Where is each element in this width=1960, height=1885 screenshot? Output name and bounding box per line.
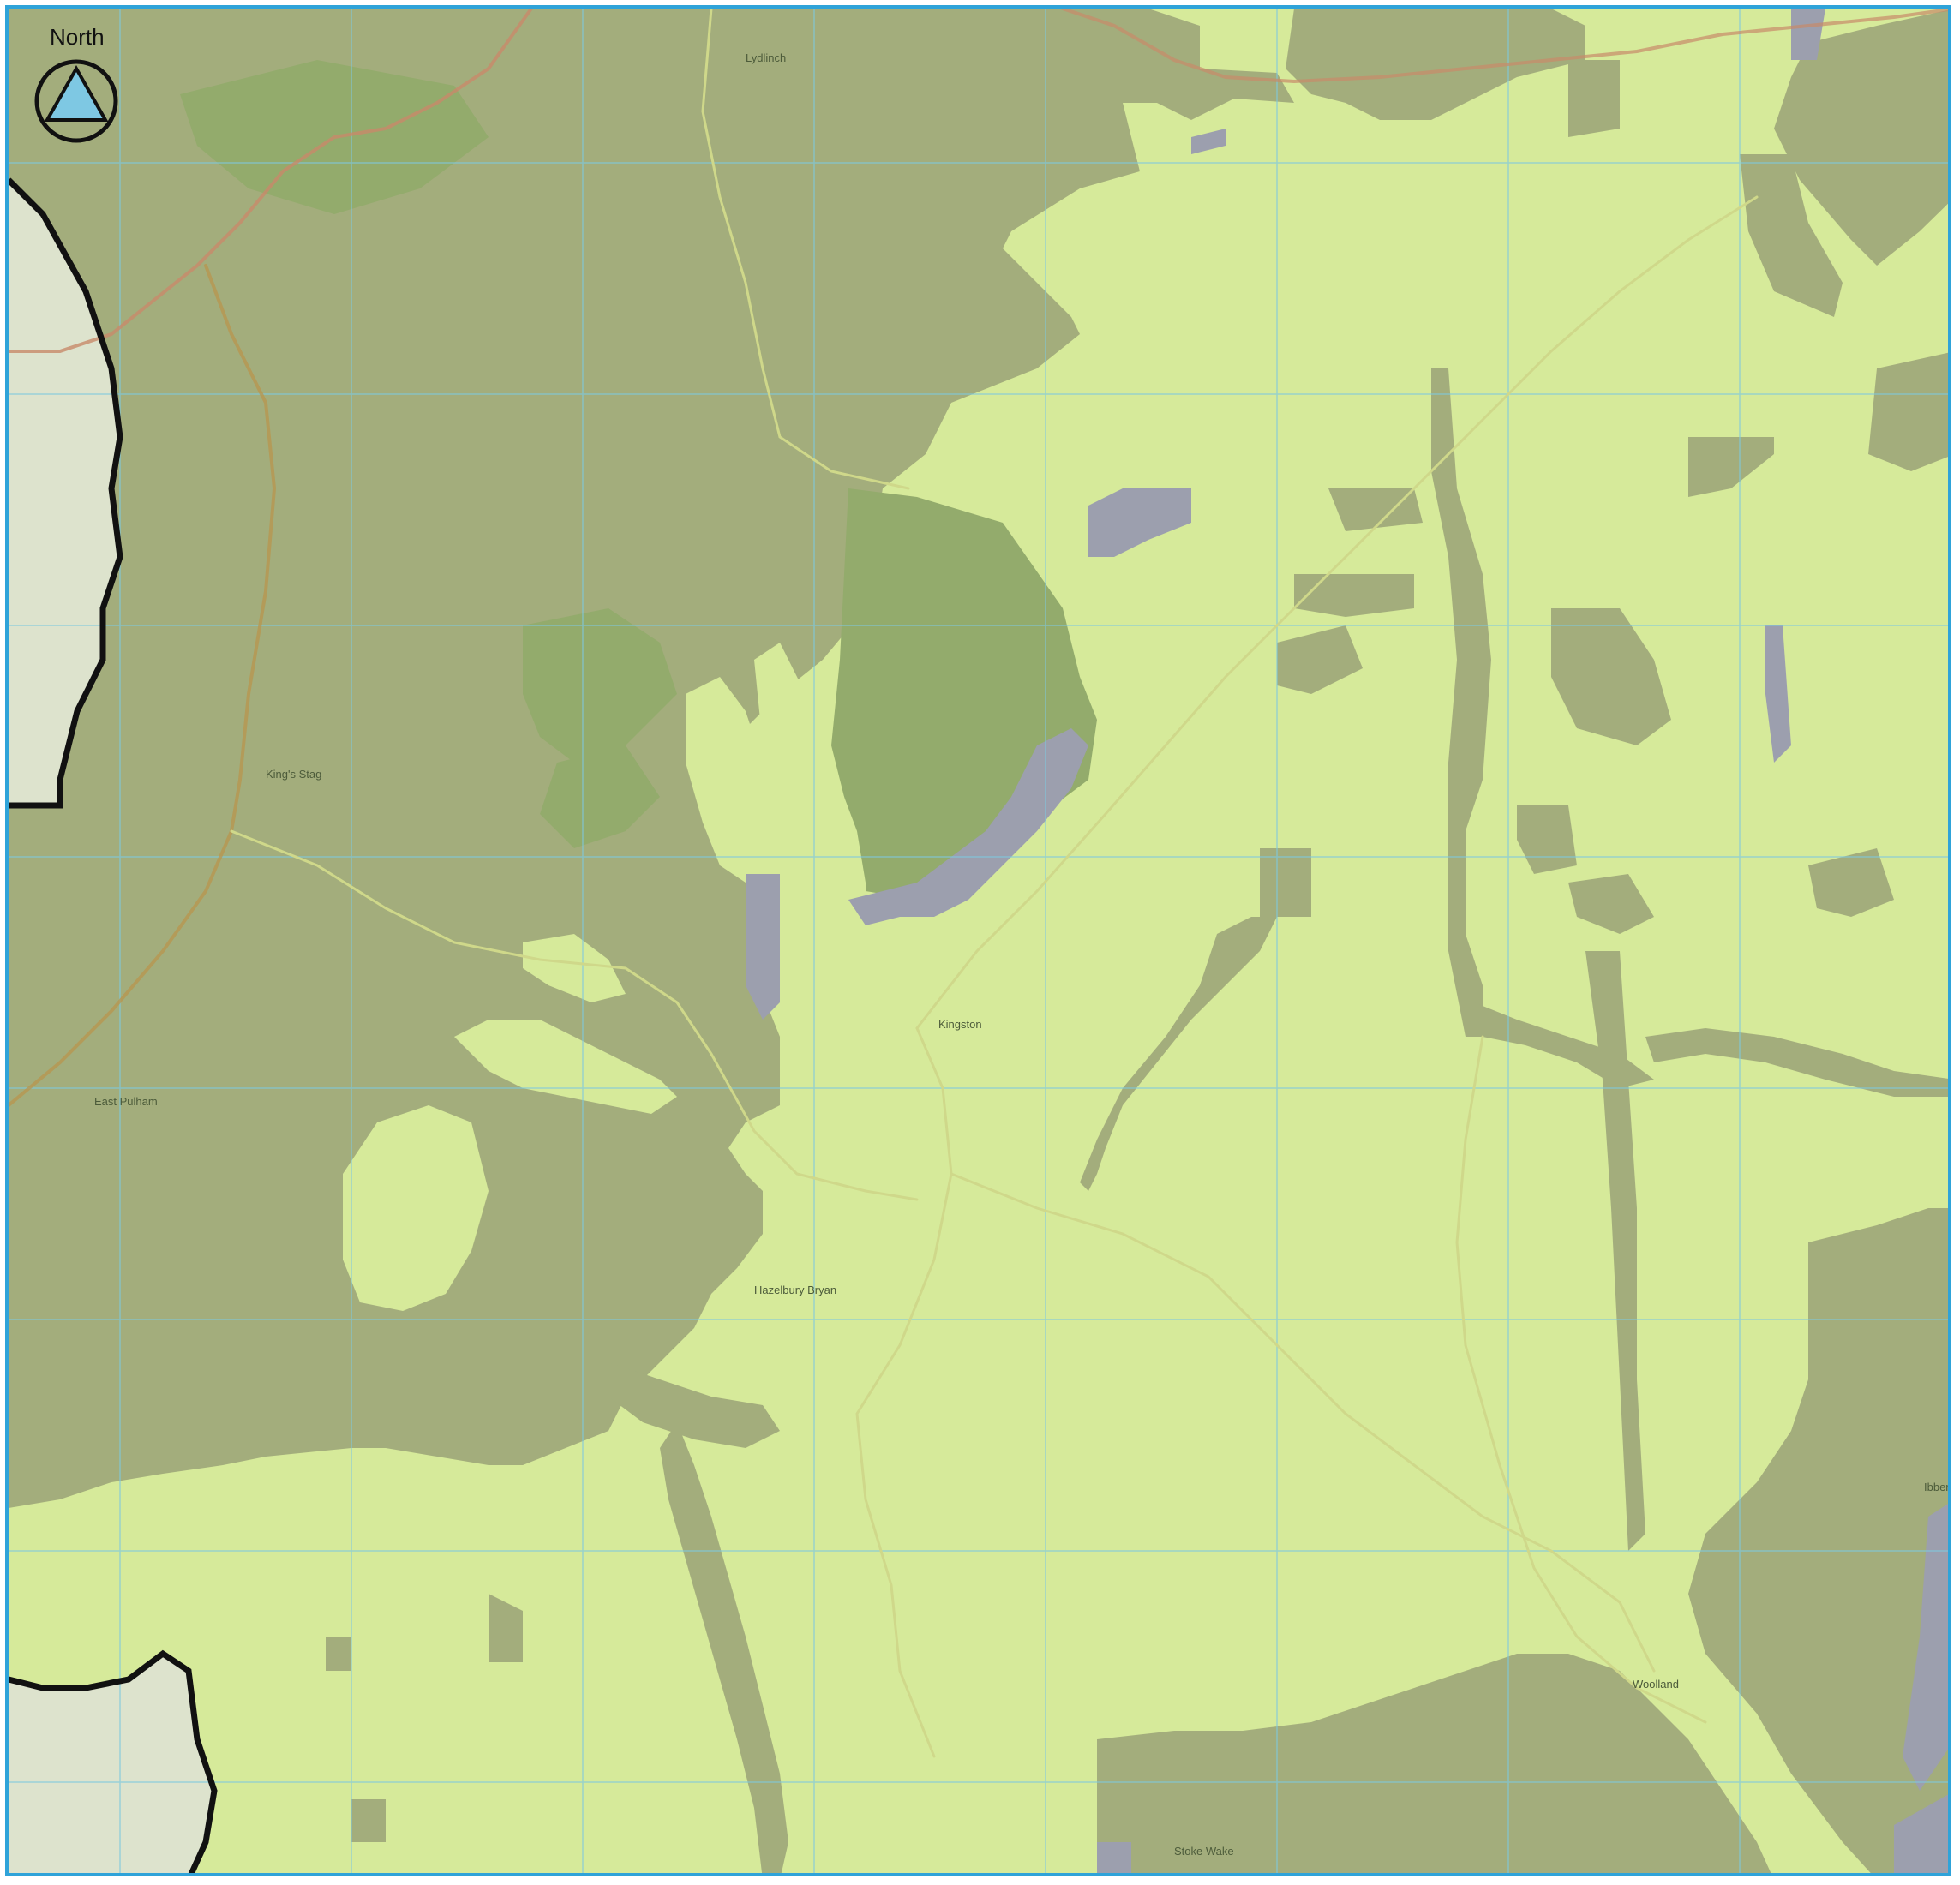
medium-sensitivity-east [1431, 368, 1491, 1037]
north-arrow-icon [44, 64, 109, 122]
medium-sensitivity-strip [326, 917, 1948, 1873]
north-label: North [50, 24, 105, 50]
place-label-hazelbury-bryan: Hazelbury Bryan [754, 1284, 836, 1296]
low-sensitivity-island [343, 1105, 489, 1311]
low-sensitivity-island [686, 643, 866, 925]
landscape-sensitivity-map[interactable]: Lydlinch King's Stag Kingston Hazelbury … [9, 9, 1951, 1876]
low-sensitivity-island [523, 934, 626, 1002]
place-label-east-pulham: East Pulham [94, 1095, 158, 1108]
minor-road [855, 1026, 953, 1758]
main-road-north [1061, 9, 1948, 84]
north-arrow-circle [34, 59, 118, 143]
minor-road [915, 195, 1759, 1030]
place-label-woolland: Woolland [1633, 1678, 1679, 1691]
place-label-stoke-wake: Stoke Wake [1174, 1845, 1234, 1858]
minor-road [1455, 1035, 1707, 1724]
map-frame: Lydlinch King's Stag Kingston Hazelbury … [5, 5, 1951, 1876]
place-label-kings-stag: King's Stag [266, 768, 321, 781]
medium-sensitivity-patch [1260, 9, 1948, 934]
place-label-lydlinch: Lydlinch [746, 51, 786, 64]
study-boundary-west [9, 177, 123, 809]
woodland-area [180, 60, 1097, 900]
medium-sensitivity-south [1097, 1654, 1771, 1873]
minor-road [950, 1172, 1656, 1673]
medium-sensitivity-southeast [1688, 1208, 1948, 1873]
place-labels: Lydlinch King's Stag Kingston Hazelbury … [94, 51, 1951, 1858]
place-label-kingston: Kingston [938, 1018, 982, 1031]
north-arrow: North [34, 24, 118, 143]
medium-sensitivity-area [9, 9, 1294, 1508]
outside-area-southwest [9, 1654, 214, 1873]
grid-lines [9, 9, 1948, 1873]
minor-road [230, 829, 919, 1201]
outside-area-west [9, 180, 120, 805]
place-label-ibberton: Ibberton [1924, 1481, 1951, 1493]
low-sensitivity-island [454, 1020, 677, 1114]
minor-road [701, 9, 910, 490]
road-kings-stag [9, 264, 277, 1107]
roads [9, 9, 1948, 1758]
study-boundary-southwest [9, 1649, 218, 1873]
